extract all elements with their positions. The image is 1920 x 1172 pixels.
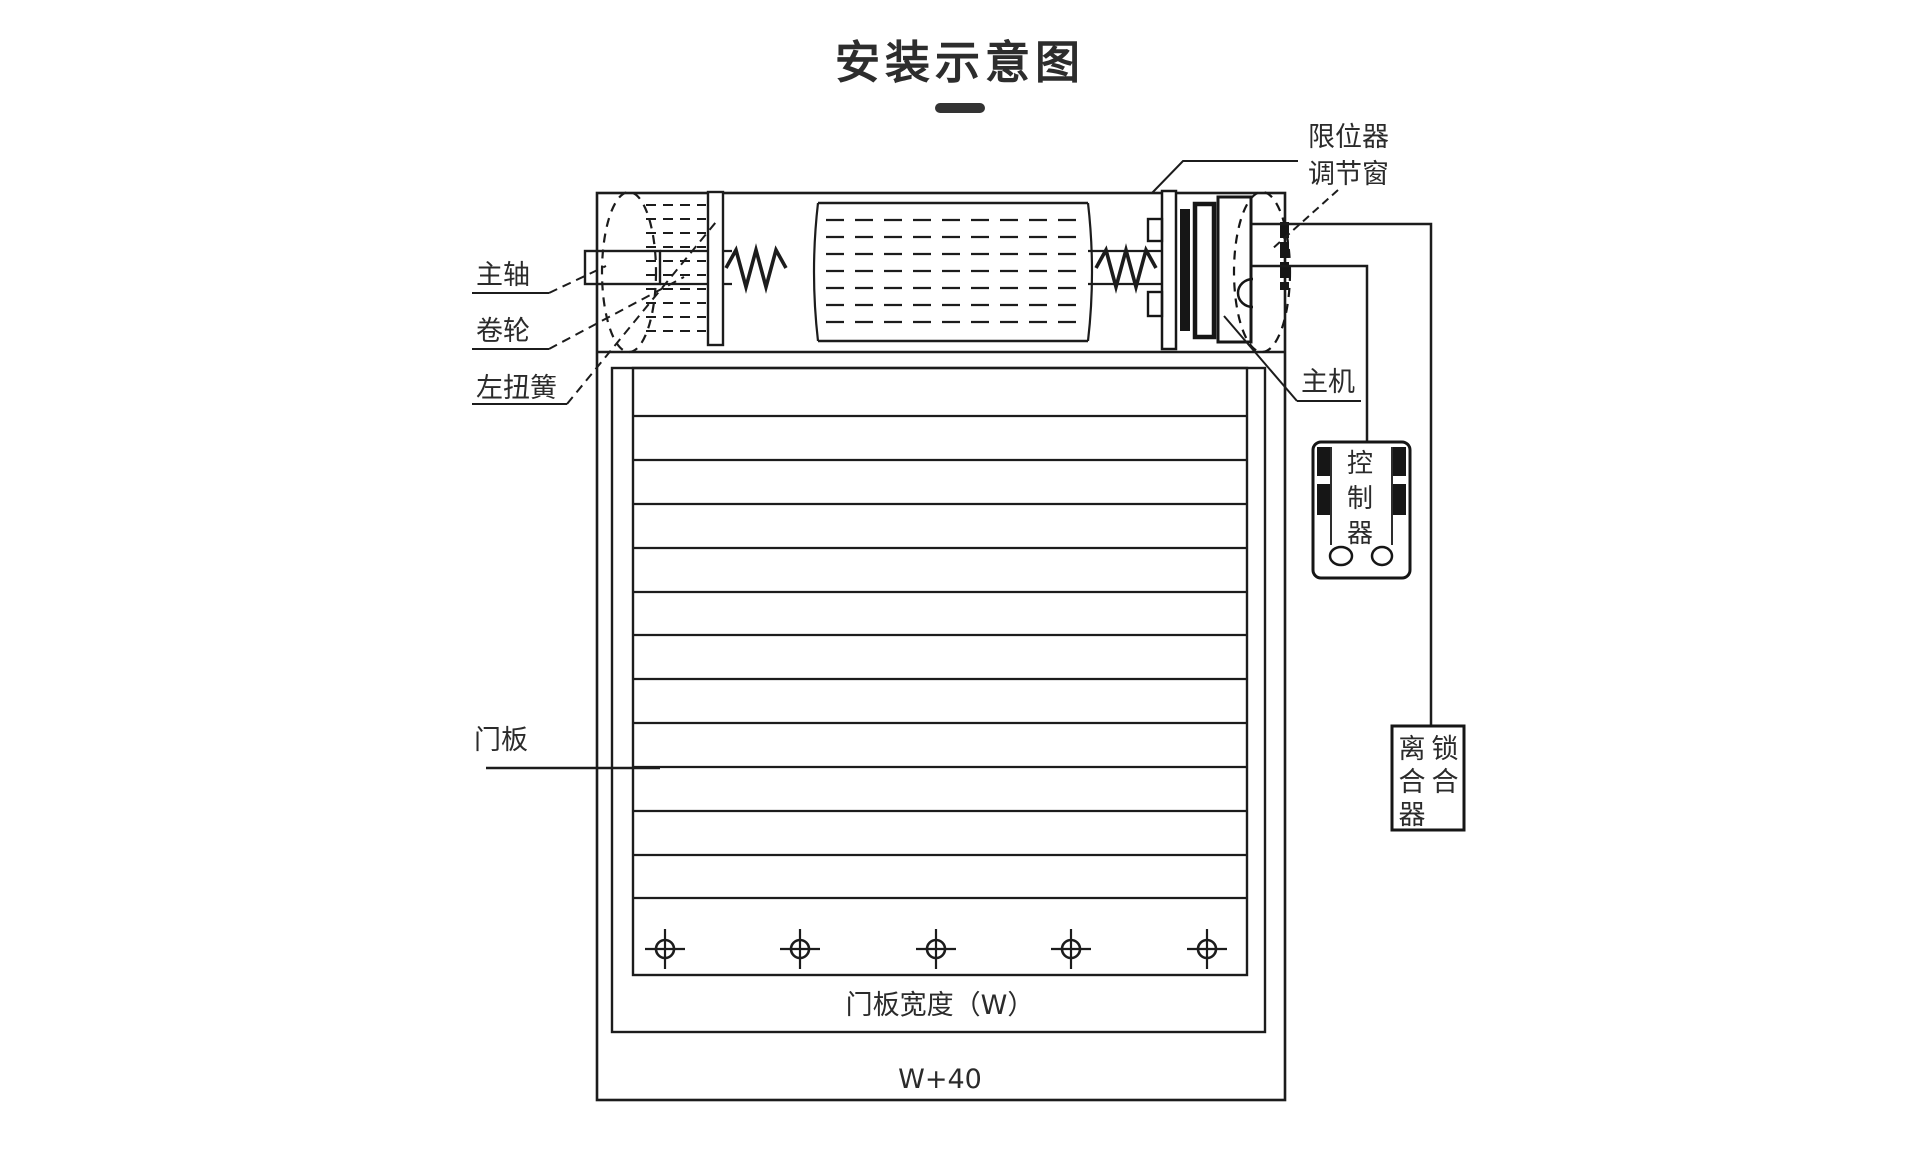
page-title: 安装示意图	[835, 36, 1085, 89]
clutch-lock-outline	[1390, 724, 1466, 832]
motor-flange	[1192, 201, 1217, 340]
mount-tab-top	[1146, 217, 1164, 243]
label-limiter-line2: 调节窗	[1308, 159, 1389, 190]
center-drum	[812, 201, 1094, 343]
mount-tab-bottom	[1146, 290, 1164, 318]
title-group: 安装示意图	[835, 36, 1085, 113]
screw-mark	[780, 929, 820, 969]
main-unit-leader	[1223, 315, 1298, 402]
outer-frame-box	[595, 191, 1287, 1102]
lock-char-2: 合	[1432, 767, 1459, 798]
right-endcap	[1232, 190, 1292, 354]
door-panel-box	[631, 366, 1249, 977]
main-shaft-leader	[548, 265, 607, 294]
screw-mark	[916, 929, 956, 969]
inner-frame-box	[610, 366, 1267, 1034]
screw-row	[645, 929, 1227, 969]
motor-mount-plate	[1160, 189, 1178, 351]
wire-to-controller	[1252, 264, 1369, 442]
leader-lines	[472, 160, 1361, 770]
door-slat-lines	[633, 414, 1247, 900]
screw-mark	[645, 929, 685, 969]
controller-char-3: 器	[1347, 519, 1373, 549]
main-shaft	[583, 249, 662, 286]
label-left-torsion-spring: 左扭簧	[476, 373, 557, 404]
label-door-panel: 门板	[474, 725, 528, 756]
clutch-char-1: 离	[1399, 734, 1426, 765]
motor-bar	[1180, 209, 1190, 331]
label-limiter-line1: 限位器	[1308, 122, 1389, 153]
winding-wheel-endcap	[600, 190, 658, 354]
winding-wheel-leader	[548, 276, 685, 350]
controller-button-right	[1370, 545, 1394, 567]
left-bracket-plate	[706, 190, 725, 347]
part-labels: 主轴 卷轮 左扭簧 门板 限位器 调节窗 主机 门板宽度（W） W+40	[474, 122, 1389, 1095]
controller-box: 控 制 器	[1311, 440, 1412, 580]
lock-char-1: 锁	[1432, 734, 1459, 765]
limiter-adjustment-window	[1280, 222, 1289, 290]
screw-mark	[1187, 929, 1227, 969]
motor-hook-detail	[1236, 277, 1254, 309]
controller-brackets	[1317, 447, 1406, 515]
label-winding-wheel: 卷轮	[476, 316, 530, 347]
limiter-leader-2	[1270, 189, 1339, 251]
screw-mark	[1051, 929, 1091, 969]
clutch-char-2: 合	[1399, 767, 1426, 798]
motor-assembly	[1146, 189, 1292, 354]
door-frame	[595, 191, 1287, 1102]
controller-char-2: 制	[1347, 484, 1373, 514]
controller-button-left	[1328, 545, 1354, 567]
clutch-char-3: 器	[1399, 800, 1426, 831]
torsion-spring-leader	[566, 221, 717, 405]
wire-to-clutch	[1252, 222, 1433, 728]
wires	[1252, 222, 1433, 728]
right-spring-coil	[1094, 243, 1158, 294]
title-underline	[935, 103, 985, 113]
left-torsion-spring-coil	[724, 243, 788, 294]
controller-char-1: 控	[1347, 449, 1373, 479]
label-overall-width: W+40	[898, 1064, 982, 1095]
clutch-lock-box: 离 合 器 锁 合	[1390, 724, 1466, 832]
controller-outline	[1311, 440, 1412, 580]
winding-wheel-drum	[646, 204, 706, 332]
label-main-unit: 主机	[1301, 367, 1355, 398]
roller-assembly	[583, 190, 1162, 354]
label-panel-width: 门板宽度（W）	[846, 990, 1035, 1021]
limiter-leader-1	[1151, 160, 1298, 194]
label-main-shaft: 主轴	[476, 260, 530, 291]
